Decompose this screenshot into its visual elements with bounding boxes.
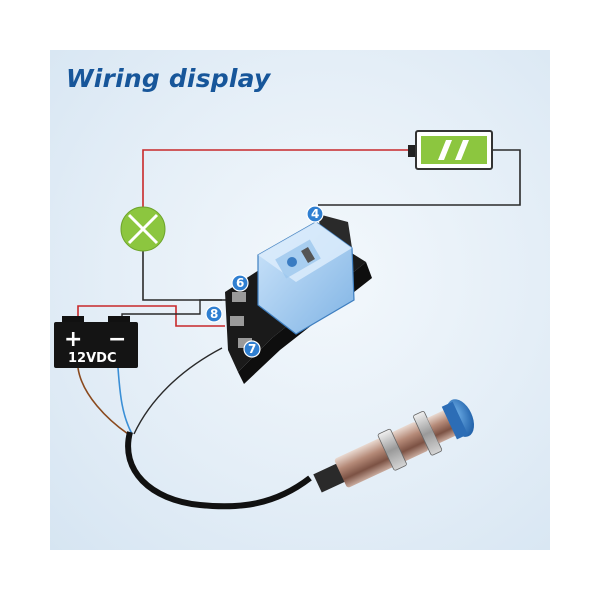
- charge-battery-icon: [408, 130, 493, 170]
- svg-text:6: 6: [236, 276, 244, 290]
- relay-pin-6: 6: [231, 274, 249, 292]
- battery-minus-sign: −: [108, 327, 126, 352]
- svg-text:4: 4: [311, 207, 319, 221]
- relay-icon: [225, 214, 372, 384]
- svg-text:7: 7: [248, 342, 256, 356]
- dc-battery-icon: + − 12VDC: [54, 316, 138, 368]
- lamp-icon: [120, 206, 166, 252]
- red-circuit-wire: [142, 149, 416, 208]
- battery-voltage-label: 12VDC: [68, 351, 116, 366]
- red-supply-wire: [77, 305, 225, 327]
- relay-pin-7: 7: [243, 340, 261, 358]
- diagram-title: Wiring display: [66, 64, 271, 93]
- relay-pin-4: 4: [306, 205, 324, 223]
- battery-plus-sign: +: [64, 327, 82, 352]
- svg-text:8: 8: [210, 307, 218, 321]
- proximity-sensor-icon: [313, 399, 475, 493]
- relay-pin-8: 8: [205, 305, 223, 323]
- sensor-cable: [77, 347, 312, 510]
